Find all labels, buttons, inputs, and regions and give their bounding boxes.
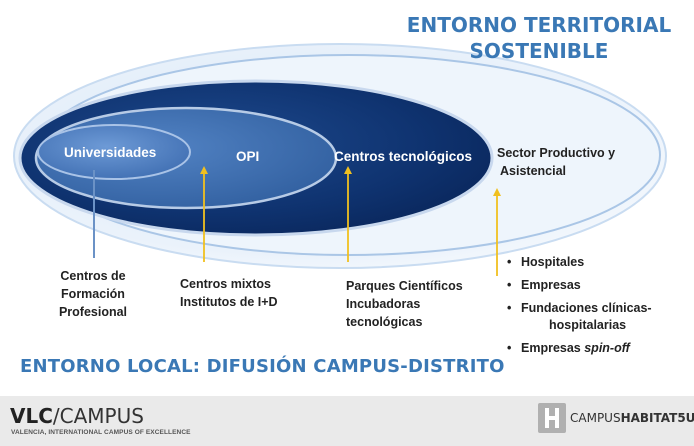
formacion-line1: Centros de — [60, 269, 126, 283]
sector-label-line1: Sector Productivo y — [497, 146, 616, 160]
footer-bar — [0, 396, 694, 446]
territorial-title: ENTORNO TERRITORIAL SOSTENIBLE — [404, 12, 674, 64]
campus-habitat-logo-text: CAMPUSHABITAT5U — [570, 411, 694, 425]
list-item-italic: spin-off — [584, 341, 630, 355]
mixtos-label: Centros mixtos Institutos de I+D — [180, 275, 278, 311]
arrow-mixtos — [200, 166, 208, 262]
ch-logo-bold: HABITAT5U — [620, 411, 694, 425]
formacion-line3: Profesional — [58, 305, 128, 319]
vlc-logo-bold: VLC — [10, 404, 53, 428]
list-item-text: Empresas — [521, 278, 581, 292]
bullet: • — [507, 341, 512, 355]
formacion-line2: Formación — [61, 287, 125, 301]
mixtos-line2: Institutos de I+D — [180, 295, 278, 309]
sector-label-line2: Asistencial — [500, 164, 567, 178]
universidades-ellipse — [37, 124, 191, 180]
list-item-fundaciones: • Fundaciones clínicas-hospitalarias — [507, 300, 652, 334]
opi-label: OPI — [236, 149, 260, 164]
vlc-logo-rest: CAMPUS — [59, 404, 144, 428]
territorial-title-line2: SOSTENIBLE — [469, 39, 609, 63]
bullet: • — [507, 301, 512, 315]
sector-items-list: • Hospitales • Empresas • Fundaciones clíni… — [507, 254, 652, 363]
parques-line2: Incubadoras — [346, 297, 421, 311]
ch-logo-thin: CAMPUS — [570, 411, 621, 425]
list-item-spinoff: • Empresas spin-off — [507, 340, 652, 357]
vlc-logo-slash: / — [52, 404, 60, 428]
universidades-label: Universidades — [64, 145, 157, 160]
bullet: • — [507, 278, 512, 292]
centros-tecnologicos-label: Centros tecnológicos — [334, 149, 473, 164]
campus-habitat-logo-icon — [538, 403, 566, 433]
formacion-label: Centros de Formación Profesional — [54, 267, 132, 321]
bullet: • — [507, 255, 512, 269]
mixtos-line1: Centros mixtos — [180, 277, 271, 291]
parques-line3: tecnológicas — [346, 315, 423, 329]
arrow-parques — [344, 166, 352, 262]
vlc-campus-logo: VLC/CAMPUS — [10, 404, 144, 428]
list-item-empresas: • Empresas — [507, 277, 652, 294]
parques-label: Parques Científicos Incubadoras tecnológ… — [346, 277, 463, 331]
arrow-sector — [493, 188, 501, 276]
list-item-text-continued: hospitalarias — [549, 318, 627, 332]
local-title: ENTORNO LOCAL: DIFUSIÓN CAMPUS-DISTRITO — [20, 356, 505, 377]
vlc-logo-subtitle: VALENCIA, INTERNATIONAL CAMPUS OF EXCELL… — [11, 429, 191, 436]
sector-label: Sector Productivo y Asistencial — [497, 144, 615, 180]
list-item-text: Empresas — [521, 341, 585, 355]
list-item-text: Fundaciones clínicas- — [521, 301, 652, 315]
list-item-hospitales: • Hospitales — [507, 254, 652, 271]
parques-line1: Parques Científicos — [346, 279, 463, 293]
territorial-title-line1: ENTORNO TERRITORIAL — [406, 13, 672, 37]
list-item-text: Hospitales — [521, 255, 585, 269]
